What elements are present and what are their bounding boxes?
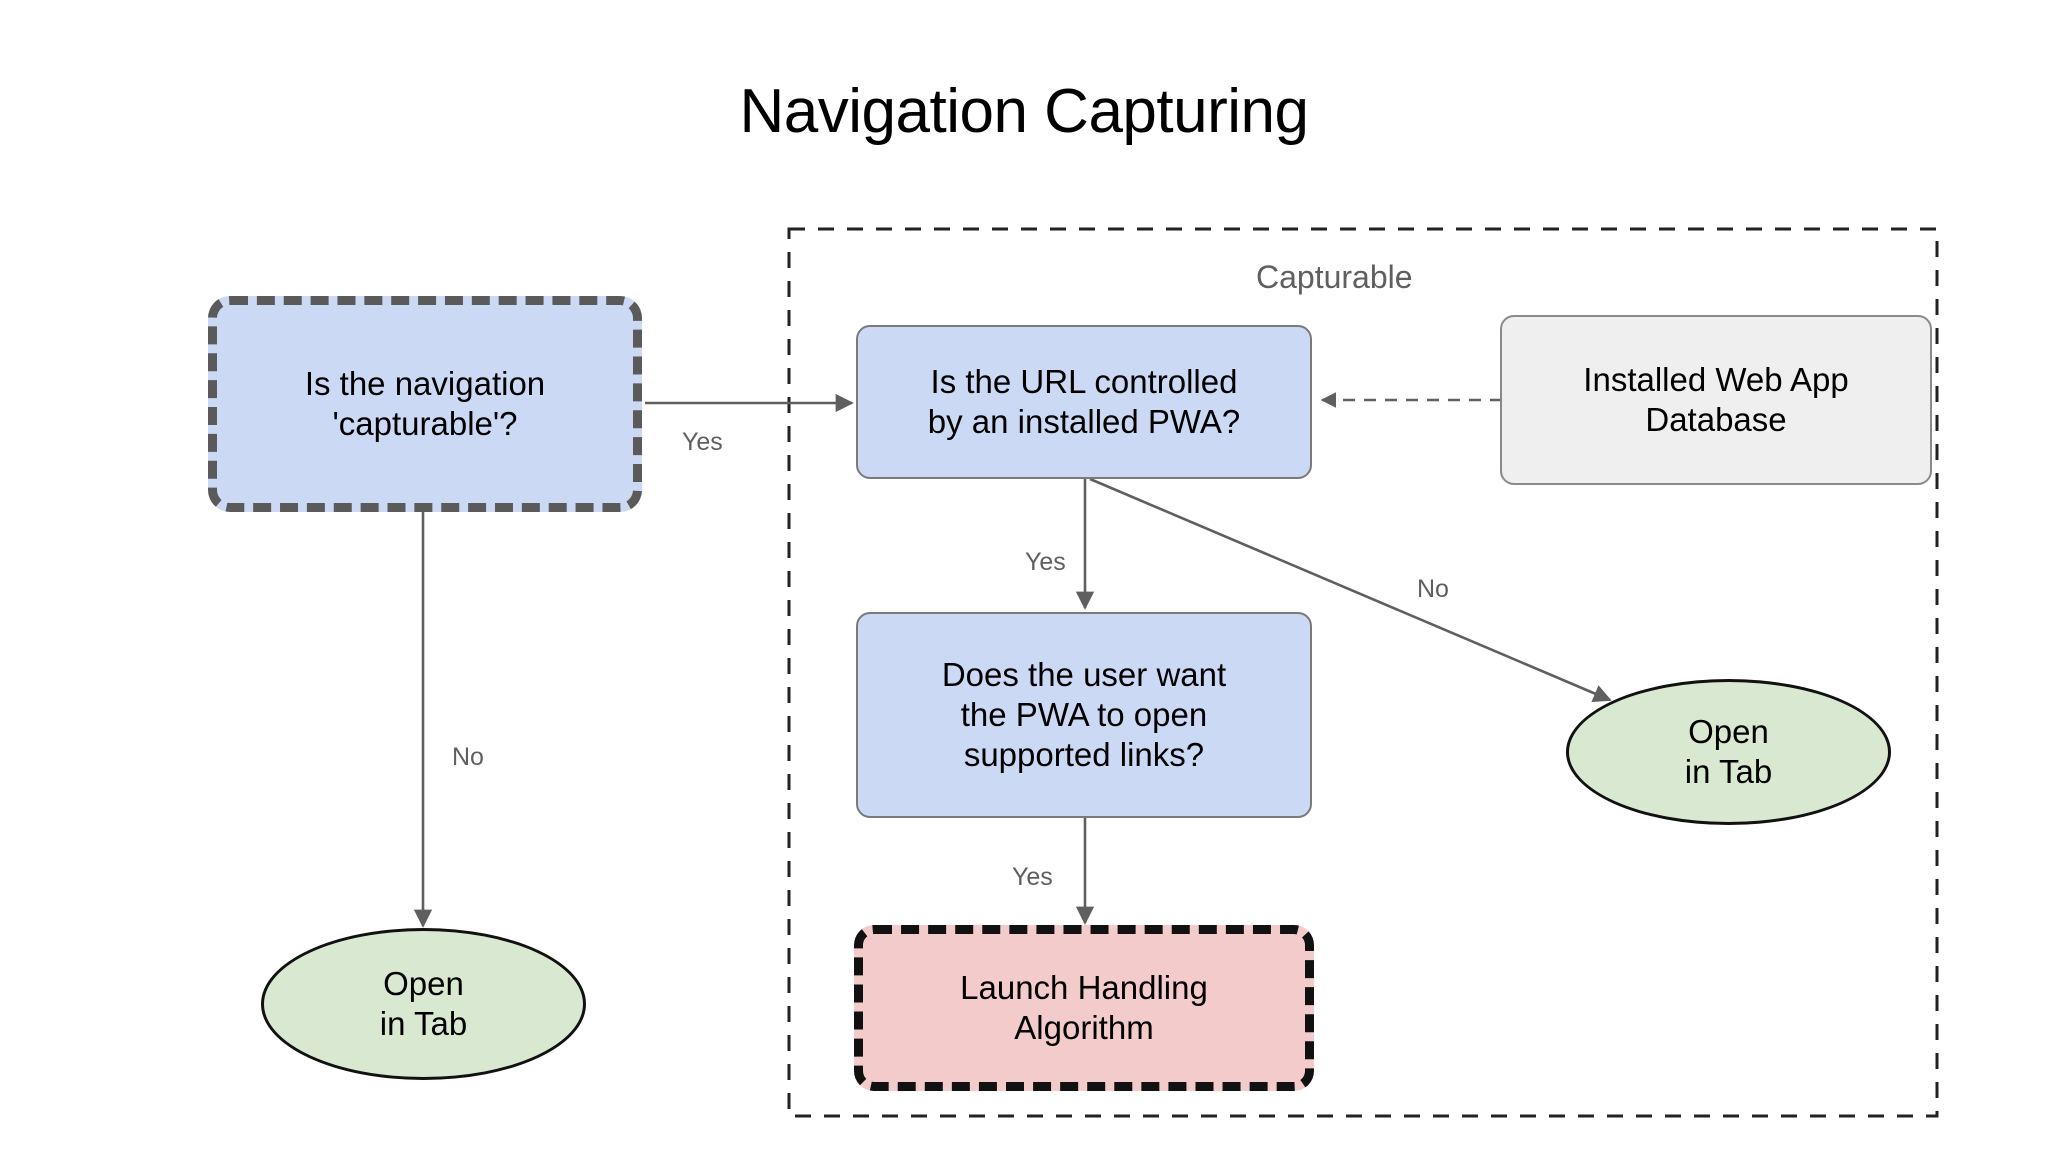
edge-url-no [1089,477,1612,702]
capturable-group-border [787,227,1939,1118]
edge-label-capturable-yes: Yes [682,428,723,456]
page-title: Navigation Capturing [739,77,1309,146]
edge-label-url-no: No [1417,575,1449,603]
node-does-user-want-pwa-open-links[interactable]: Does the user want the PWA to open suppo… [856,612,1312,818]
node-launch-handling-algorithm[interactable]: Launch Handling Algorithm [854,925,1314,1091]
edge-label-capturable-no: No [452,743,484,771]
node-open-in-tab-right[interactable]: Open in Tab [1566,679,1891,825]
node-is-navigation-capturable[interactable]: Is the navigation 'capturable'? [208,296,642,512]
node-is-url-controlled[interactable]: Is the URL controlled by an installed PW… [856,325,1312,479]
edge-label-user-want-yes: Yes [1012,863,1053,891]
node-open-in-tab-left[interactable]: Open in Tab [261,928,586,1080]
edge-label-url-yes: Yes [1025,548,1066,576]
capturable-group-label: Capturable [1256,259,1413,295]
node-installed-web-app-database[interactable]: Installed Web App Database [1500,315,1932,485]
